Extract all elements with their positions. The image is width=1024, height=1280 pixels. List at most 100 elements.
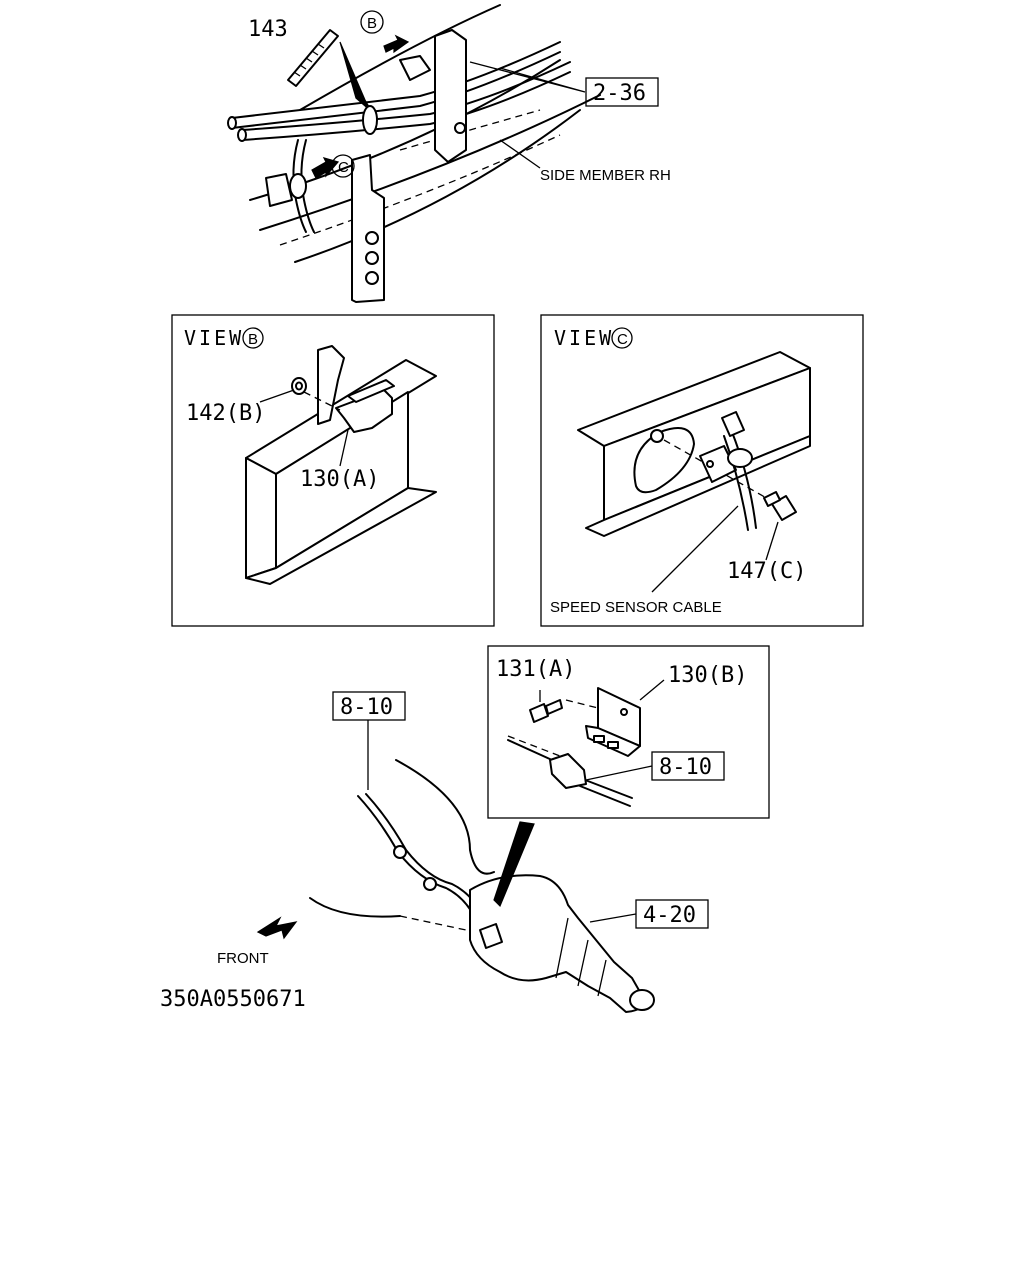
leader-2-36 [469,61,586,93]
harness-tube-2 [241,61,571,131]
bracket-slot-1 [593,735,605,743]
cable-clip-2 [423,877,437,891]
view-b-label: VIEW [184,326,244,350]
side-member-web-edge [259,94,601,231]
speed-sensor-cable-line-1 [723,435,749,531]
view-c-panel: VIEW C 147(C) SPEED SENSOR CABLE [540,314,864,627]
inset-cable-right-2 [579,785,631,807]
side-member-hidden-edge [279,134,561,246]
callout-131a: 131(A) [496,657,575,682]
tube-end-2 [237,128,247,142]
view-marker-c: C [338,159,349,176]
inset-cable-dashed [507,735,561,757]
channel-web-front [245,457,277,579]
clip-plate-hole [706,460,714,468]
tube-end [227,116,237,130]
clip-c-grommet [289,173,307,199]
front-arrow [256,916,298,940]
bracket-130b-hole [620,708,628,716]
leader-4-20 [589,913,637,923]
leader-speed-sensor [651,505,739,593]
bracket-slot-2 [607,741,619,749]
c-channel-cutout [633,427,695,494]
channel-bottom-flange [245,487,437,585]
clip-plate [699,445,737,483]
housing-rings [555,917,607,997]
cable-tie-installed [362,105,378,135]
leader-142b [259,389,295,403]
speed-sensor-connector [479,923,503,949]
callout-4-20: 4-20 [643,903,696,928]
callout-142b: 142(B) [186,401,265,426]
bracket-lower-hole-1 [365,231,379,245]
view-c-letter-circle [611,327,633,349]
view-marker-c-circle [331,154,355,178]
callout-8-10-left: 8-10 [340,695,393,720]
clip-130a [335,389,393,433]
speed-sensor-caption: SPEED SENSOR CABLE [550,599,722,616]
cable-clip-1 [393,845,407,859]
callout-2-36: 2-36 [593,81,646,106]
c-channel-hole [650,429,664,443]
side-member-upper-edge [299,4,501,111]
top-assembly: 143 B C 2-36 SIDE MEMBER RH [227,4,671,303]
leader-147c [765,521,779,561]
clip-130a-tab [347,379,395,403]
callout-143: 143 [248,17,288,42]
c-channel-bottom-flange [585,435,811,537]
view-b-panel: VIEW B 142(B) 130(A) [171,314,495,627]
speed-sensor-cable-line-2 [731,431,757,529]
sensor-cable-down [292,139,307,233]
callout-147c: 147(C) [727,559,806,584]
view-b-letter: B [248,331,258,348]
bracket-upper [434,29,467,163]
leader-wedge-inset [493,821,535,908]
cable-tie-143 [287,29,339,87]
bolt-131-shank [545,699,563,715]
harness-tube-2b [241,71,571,141]
upright-bracket [317,345,345,425]
leader-130a [339,429,349,467]
leader-side-member [499,139,541,169]
nut-142-hole [295,381,303,391]
view-marker-b-circle [360,10,384,34]
cable-grommet [727,448,753,468]
cable-connector [721,411,745,437]
callout-box-8-10-inset [651,751,725,781]
clip-b [399,55,431,81]
callout-8-10-inset: 8-10 [659,755,712,780]
speed-cable-main [357,795,481,931]
housing-lower-curve [309,897,401,918]
cable-tie-teeth [293,43,325,77]
side-member-caption: SIDE MEMBER RH [540,167,671,184]
view-b-letter-circle [242,327,264,349]
inset-cable-left [507,739,553,761]
callout-130a: 130(A) [300,467,379,492]
arrow-b [383,34,410,54]
inset-frame [487,645,770,819]
transmission-assembly: 8-10 4-20 FRONT [217,691,709,1013]
inset-connector [549,753,587,789]
inset-cable-right [579,777,633,799]
callout-box-8-10-left [332,691,406,721]
housing-hidden-line [399,915,467,931]
sensor-cable-down-2 [300,139,315,233]
harness-tube-1b [231,51,561,129]
bolt-147-shank [763,491,781,507]
callout-box-4-20 [635,899,709,929]
view-c-letter: C [617,331,628,348]
output-shaft [629,989,655,1011]
drawing-id: 350A0550671 [160,987,306,1012]
callout-130b: 130(B) [668,663,747,688]
nut-axis [303,391,341,411]
housing-upper-curve [395,759,495,875]
clip-c-plate [265,173,293,207]
bracket-lower-hole-2 [365,251,379,265]
leader-8-10-inset [585,765,653,781]
callout-box-2-36 [585,77,659,107]
bracket-lower-hole-3 [365,271,379,285]
front-caption: FRONT [217,950,269,967]
side-member-hidden-edge-2 [399,109,541,151]
leader-130b [639,679,665,701]
